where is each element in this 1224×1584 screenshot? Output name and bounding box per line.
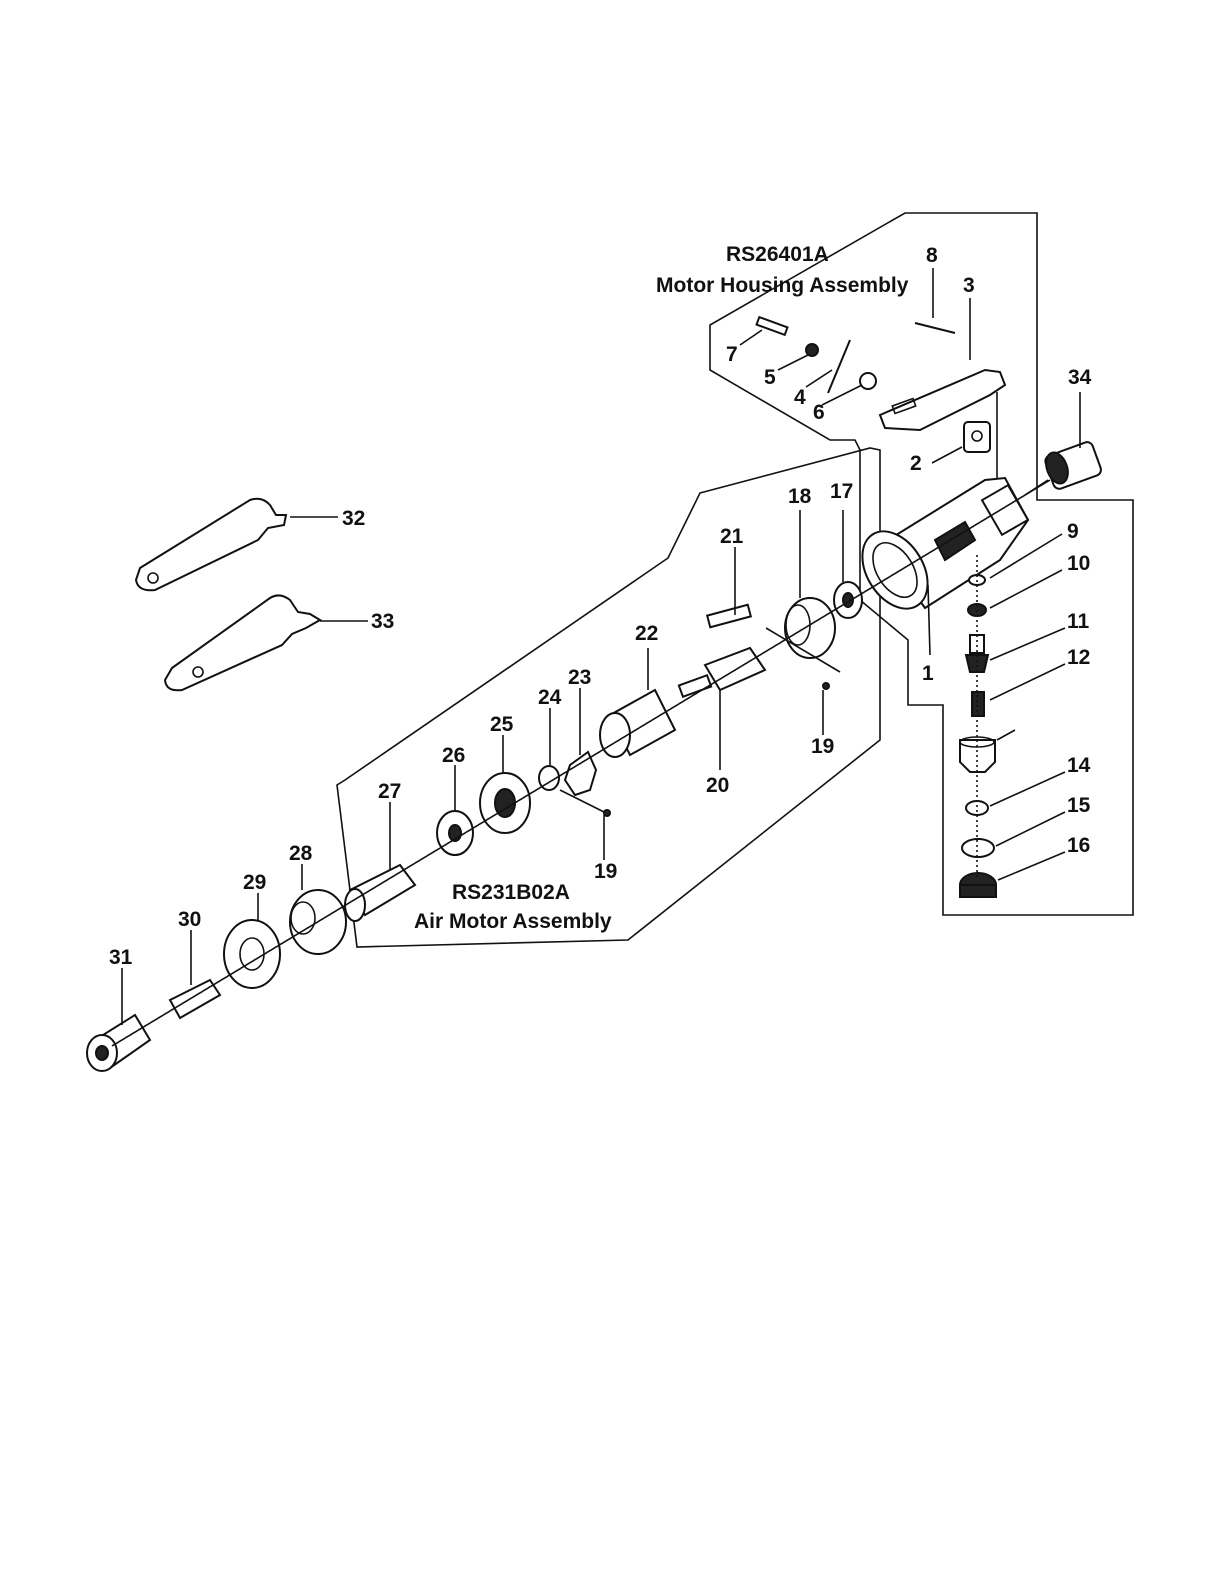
valve-ball-5 — [806, 344, 818, 356]
housing-body — [849, 478, 1028, 620]
roll-pin-7 — [757, 317, 788, 335]
cylinder-22 — [600, 690, 675, 757]
spindle-27 — [345, 865, 415, 921]
callout-29: 29 — [243, 871, 266, 894]
callout-12: 12 — [1067, 646, 1090, 669]
end-plug-16 — [960, 873, 996, 897]
callout-26: 26 — [442, 744, 465, 767]
callout-2: 2 — [910, 452, 922, 475]
callout-20: 20 — [706, 774, 729, 797]
air-motor-assembly-code: RS231B02A — [452, 881, 570, 904]
exploded-centerline — [112, 480, 1050, 1046]
callout-11: 11 — [1067, 610, 1090, 633]
valve-bushing-6 — [860, 373, 876, 389]
callout-34: 34 — [1068, 366, 1092, 389]
air-motor-assembly-name: Air Motor Assembly — [414, 910, 612, 933]
callout-33: 33 — [371, 610, 394, 633]
rotor-20 — [679, 648, 765, 697]
callout-19-front: 19 — [594, 860, 617, 883]
spanner-wrench-33 — [165, 595, 368, 690]
front-end-plate-23 — [565, 752, 596, 795]
callout-5: 5 — [764, 366, 776, 389]
lever-pin-8 — [915, 323, 955, 333]
callout-10: 10 — [1067, 552, 1090, 575]
callout-1: 1 — [922, 662, 934, 685]
callout-15: 15 — [1067, 794, 1091, 817]
washer-15 — [962, 839, 994, 857]
callout-16: 16 — [1067, 834, 1090, 857]
callout-8: 8 — [926, 244, 938, 267]
callout-14: 14 — [1067, 754, 1091, 777]
callout-9: 9 — [1067, 520, 1079, 543]
vane-21 — [707, 605, 751, 627]
callout-25: 25 — [490, 713, 514, 736]
callout-19-rear: 19 — [811, 735, 834, 758]
lock-ring-25 — [480, 773, 530, 833]
collet-nut-29 — [224, 920, 280, 988]
callout-18: 18 — [788, 485, 812, 508]
motor-housing-assembly-name: Motor Housing Assembly — [656, 274, 909, 297]
callout-27: 27 — [378, 780, 401, 803]
callout-24: 24 — [538, 686, 562, 709]
callout-4: 4 — [794, 386, 806, 409]
callout-23: 23 — [568, 666, 591, 689]
pin-19-front — [604, 810, 610, 816]
callout-32: 32 — [342, 507, 365, 530]
o-ring-14 — [966, 801, 988, 815]
housing-bushing-2 — [964, 422, 990, 452]
callout-7: 7 — [726, 343, 738, 366]
callout-28: 28 — [289, 842, 313, 865]
callout-22: 22 — [635, 622, 658, 645]
spring-12 — [972, 692, 984, 716]
rear-end-plate-18 — [785, 598, 835, 658]
callout-17: 17 — [830, 480, 853, 503]
callout-30: 30 — [178, 908, 201, 931]
spanner-wrench-32 — [136, 499, 338, 591]
valve-pin-4 — [828, 340, 850, 393]
callout-6: 6 — [813, 401, 825, 424]
motor-housing-assembly-code: RS26401A — [726, 243, 829, 266]
callout-31: 31 — [109, 946, 133, 969]
callout-21: 21 — [720, 525, 744, 548]
pin-19-rear — [823, 683, 829, 689]
bearing-26 — [437, 811, 473, 855]
bearing-17 — [834, 582, 862, 618]
callout-3: 3 — [963, 274, 975, 297]
